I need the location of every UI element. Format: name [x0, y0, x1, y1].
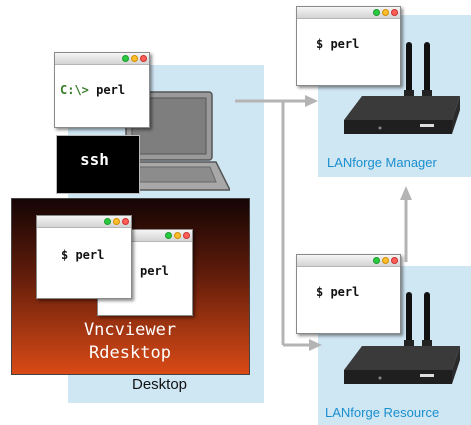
maximize-icon[interactable]: [122, 55, 129, 62]
manager-label: LANforge Manager: [327, 155, 437, 170]
minimize-icon[interactable]: [382, 9, 389, 16]
maximize-icon[interactable]: [373, 9, 380, 16]
desktop-label: Desktop: [132, 376, 188, 393]
terminal-prompt: C:\>: [60, 83, 89, 97]
ssh-label: ssh: [80, 150, 109, 169]
arrow-head-manager: [305, 95, 318, 107]
router-icon: [344, 42, 460, 134]
maximize-icon[interactable]: [373, 257, 380, 264]
remote-tools-line2: Rdesktop: [89, 343, 171, 363]
manager-titlebar: [297, 7, 400, 19]
close-icon[interactable]: [391, 9, 398, 16]
terminal-command: C:\> perl: [60, 83, 125, 97]
minimize-icon[interactable]: [174, 232, 181, 239]
remote-tools-line1: Vncviewer: [83, 320, 177, 340]
maximize-icon[interactable]: [104, 218, 111, 225]
resource-label: LANforge Resource: [325, 405, 440, 420]
minimize-icon[interactable]: [131, 55, 138, 62]
remote-window-front: $ perl: [36, 215, 132, 299]
resource-titlebar: [297, 255, 400, 267]
terminal-cmd: perl: [96, 83, 126, 97]
close-icon[interactable]: [140, 55, 147, 62]
manager-window-text: $ perl: [316, 37, 360, 51]
router-icon: [344, 292, 460, 384]
remote-front-text: $ perl: [61, 248, 105, 262]
arrow-head-up: [400, 186, 412, 200]
remote-back-text: perl: [140, 264, 169, 278]
terminal-window: C:\> perl: [54, 52, 150, 128]
minimize-icon[interactable]: [113, 218, 120, 225]
arrow-head-resource: [309, 339, 322, 351]
maximize-icon[interactable]: [165, 232, 172, 239]
terminal-titlebar: [55, 53, 149, 65]
close-icon[interactable]: [183, 232, 190, 239]
close-icon[interactable]: [391, 257, 398, 264]
close-icon[interactable]: [122, 218, 129, 225]
ssh-box: [56, 135, 140, 194]
minimize-icon[interactable]: [382, 257, 389, 264]
resource-window: $ perl: [296, 254, 401, 334]
manager-window: $ perl: [296, 6, 401, 86]
resource-window-text: $ perl: [316, 285, 360, 299]
remote-front-titlebar: [37, 216, 131, 228]
